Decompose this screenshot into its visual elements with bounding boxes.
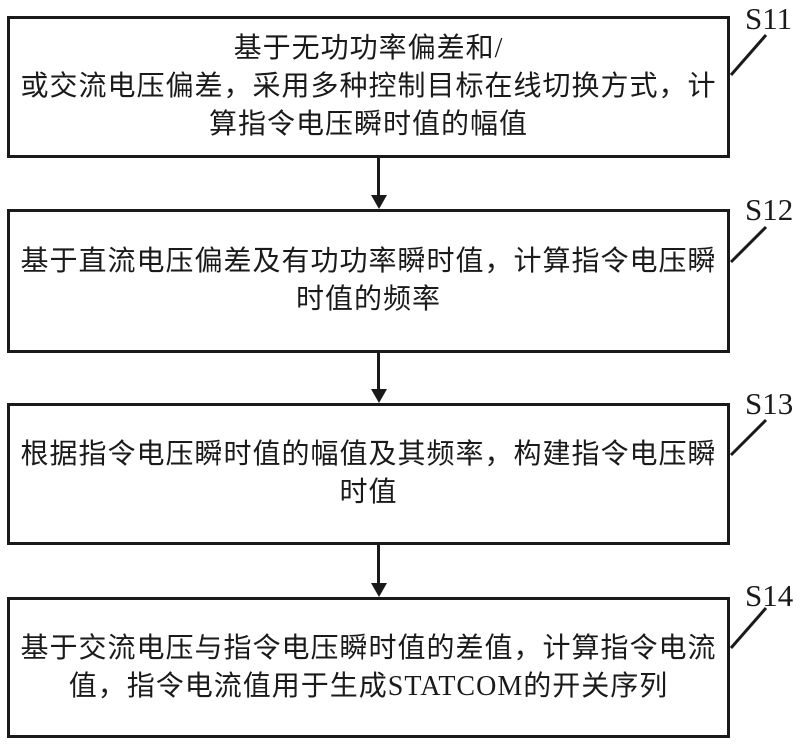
- flow-arrow-head-icon: [371, 195, 387, 209]
- flow-arrow-stem: [377, 158, 380, 196]
- step-label-s13: S13: [745, 386, 794, 421]
- step-text-line: 值，指令电流值用于生成STATCOM的开关序列: [68, 670, 669, 702]
- step-box-s11: 基于无功功率偏差和/ 或交流电压偏差，采用多种控制目标在线切换方式，计 算指令电…: [7, 16, 730, 158]
- step-text-line: 基于无功功率偏差和/: [233, 33, 504, 64]
- step-text-line: 根据指令电压瞬时值的幅值及其频率，构建指令电压瞬: [20, 439, 717, 470]
- step-text-line: 或交流电压偏差，采用多种控制目标在线切换方式，计: [20, 71, 717, 102]
- step-box-s12: 基于直流电压偏差及有功功率瞬时值，计算指令电压瞬 时值的频率: [7, 209, 730, 353]
- step-text-line: 时值的频率: [295, 284, 441, 315]
- flow-arrow-stem: [377, 545, 380, 584]
- label-connector-line: [729, 34, 768, 76]
- step-label-s11: S11: [745, 1, 793, 36]
- step-label-s14: S14: [745, 578, 794, 613]
- label-connector-line: [729, 225, 768, 264]
- flow-arrow-head-icon: [371, 583, 387, 597]
- step-box-s14: 基于交流电压与指令电压瞬时值的差值，计算指令电流 值，指令电流值用于生成STAT…: [7, 597, 730, 738]
- step-text-line: 算指令电压瞬时值的幅值: [208, 109, 528, 140]
- step-text-line: 基于直流电压偏差及有功功率瞬时值，计算指令电压瞬: [20, 246, 717, 277]
- label-connector-line: [729, 607, 768, 649]
- step-label-s12: S12: [745, 192, 794, 227]
- label-connector-line: [729, 418, 768, 457]
- step-text-line: 时值: [339, 477, 398, 508]
- flow-arrow-stem: [377, 353, 380, 390]
- flow-arrow-head-icon: [371, 389, 387, 403]
- step-text-line: 基于交流电压与指令电压瞬时值的差值，计算指令电流: [20, 632, 717, 664]
- step-box-s13: 根据指令电压瞬时值的幅值及其频率，构建指令电压瞬 时值: [7, 403, 730, 545]
